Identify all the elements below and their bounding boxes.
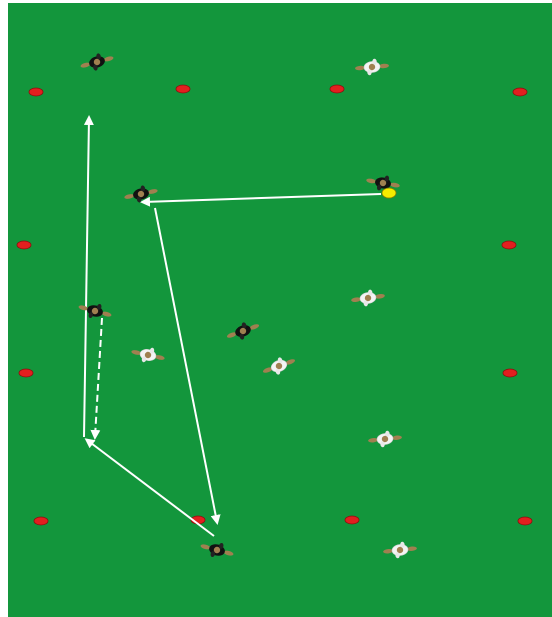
cone <box>17 241 31 249</box>
cone <box>513 88 527 96</box>
cone <box>176 85 190 93</box>
cone <box>19 369 33 377</box>
cone <box>34 517 48 525</box>
cone <box>518 517 532 525</box>
ball-icon <box>382 188 396 198</box>
cone <box>503 369 517 377</box>
cone <box>502 241 516 249</box>
cone <box>345 516 359 524</box>
cone <box>29 88 43 96</box>
cone <box>330 85 344 93</box>
